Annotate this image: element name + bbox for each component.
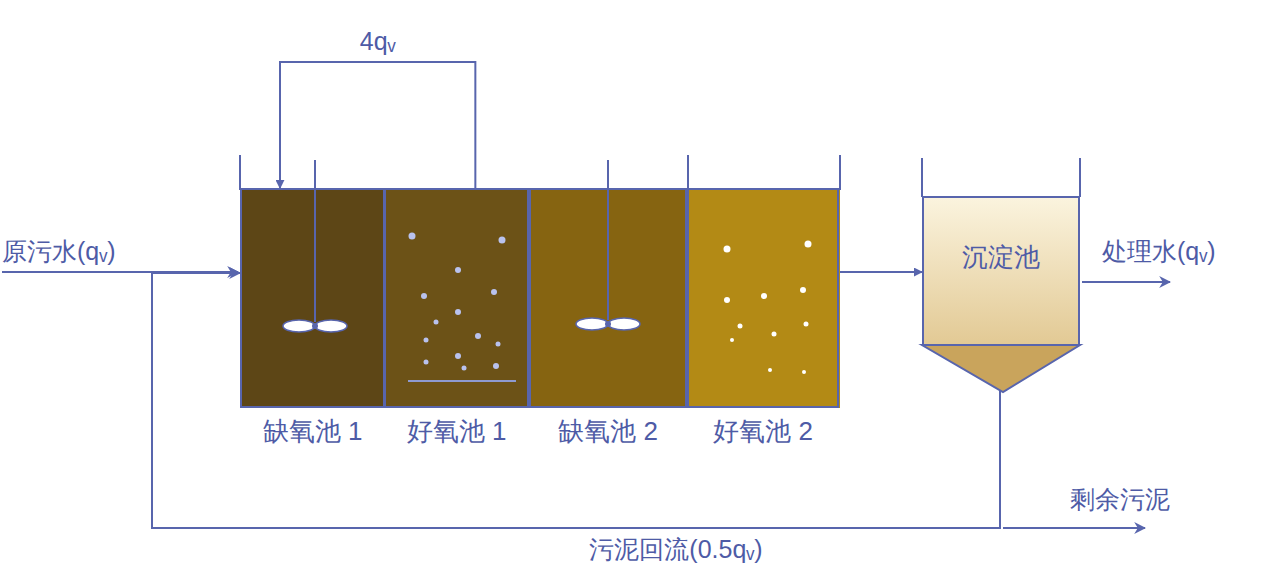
excess-sludge-arrow	[1003, 527, 1145, 529]
inflow-arrow	[2, 271, 238, 273]
tank-label: 好氧池 2	[713, 416, 813, 447]
tank-label: 缺氧池 2	[558, 416, 658, 447]
outflow-arrow	[1082, 281, 1170, 283]
outflow-label: 处理水(qᵥ)	[1102, 236, 1216, 266]
air-bubbles	[409, 233, 506, 371]
tank-label: 好氧池 1	[407, 416, 507, 447]
mixer-symbol	[576, 160, 640, 330]
excess-sludge-label: 剩余污泥	[1070, 484, 1170, 514]
settling-tank-fill	[922, 196, 1080, 346]
tank-label: 缺氧池 1	[263, 416, 363, 447]
sludge-hopper	[922, 345, 1080, 392]
mixer-symbol	[283, 160, 347, 332]
inflow-label: 原污水(qᵥ)	[2, 236, 116, 266]
settling-tank: 沉淀池	[922, 196, 1080, 346]
anoxic-tank: 缺氧池 1	[240, 188, 385, 408]
air-bubbles	[724, 241, 812, 375]
aerobic-tank: 好氧池 1	[384, 188, 529, 408]
aerobic-tank: 好氧池 2	[687, 188, 839, 408]
aerobic-tank-fill	[385, 188, 530, 408]
tank-walls	[240, 155, 1080, 197]
tank-name: 沉淀池	[962, 242, 1040, 273]
anoxic-tank-fill	[240, 188, 385, 408]
anoxic-tank: 缺氧池 2	[529, 188, 687, 408]
flow-label: 污泥回流(0.5qᵥ)	[589, 534, 762, 564]
flow-connector	[280, 62, 475, 188]
air-diffuser	[408, 380, 516, 382]
flow-label: 4qᵥ	[360, 26, 396, 56]
flow-connector	[839, 271, 922, 273]
aerobic-tank-fill	[688, 188, 840, 408]
